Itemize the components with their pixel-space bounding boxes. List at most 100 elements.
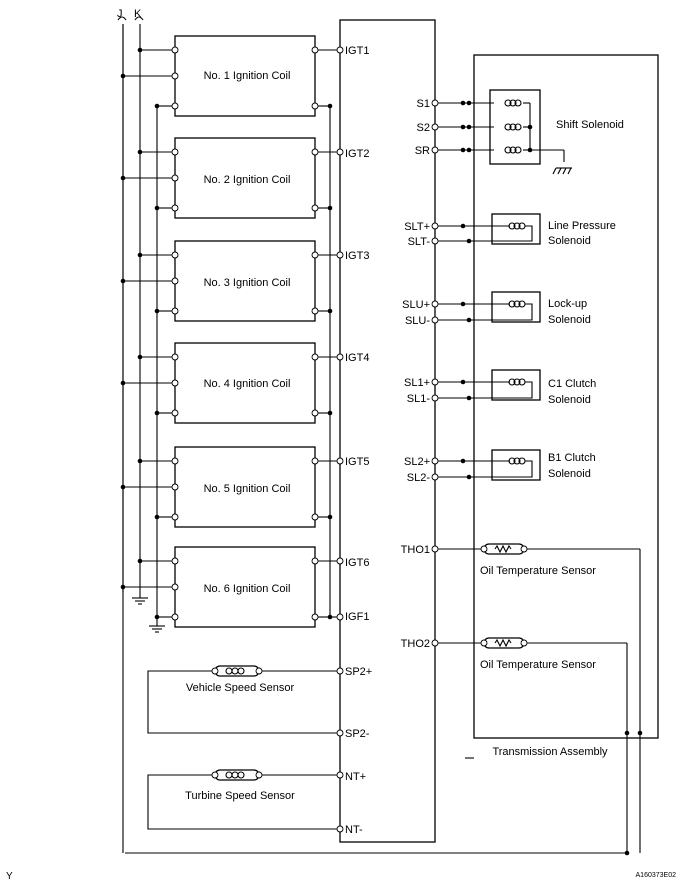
solenoid-winding (509, 99, 517, 107)
pin-igt1: IGT1 (345, 45, 369, 57)
junction-dot (466, 238, 472, 244)
bus-label-k: K (134, 8, 142, 20)
shift-solenoid-label: Shift Solenoid (556, 119, 624, 131)
lockup-solenoid-line1: Lock-up (548, 298, 587, 310)
junction-dot (137, 558, 143, 564)
coil-5-pin-igt (311, 457, 319, 465)
coil-4-pin-ground (171, 409, 179, 417)
pin-igt2: IGT2 (345, 148, 369, 160)
lockup-solenoid-line2: Solenoid (548, 314, 591, 326)
ignition-coil-6-label: No. 6 Ignition Coil (204, 583, 291, 595)
line-pressure-solenoid-winding (508, 222, 516, 230)
oil-temp-sensor-2-terminal (480, 639, 488, 647)
ecm-pin-igt2 (336, 148, 344, 156)
solenoid-winding (504, 123, 512, 131)
c1-clutch-solenoid-winding (513, 378, 521, 386)
coil-5-pin-k (171, 457, 179, 465)
b1-clutch-solenoid-winding (508, 457, 516, 465)
turbine-speed-sensor-coil-symbol (214, 769, 260, 781)
b1-clutch-solenoid-wire (492, 460, 533, 478)
coil-2-pin-j (171, 174, 179, 182)
pin-nt-plus: NT+ (345, 771, 366, 783)
junction-dot (637, 730, 643, 736)
pin-tho1: THO1 (401, 544, 430, 556)
coil-3-pin-ground (171, 307, 179, 315)
c1-clutch-solenoid-pin-minus (431, 394, 439, 402)
coil-2-pin-igt (311, 148, 319, 156)
b1-clutch-solenoid-box (491, 449, 541, 481)
oil-temp-sensor-1-terminal (480, 545, 488, 553)
c1-clutch-solenoid-line1: C1 Clutch (548, 378, 596, 390)
ecm-pin-shift-1 (431, 123, 439, 131)
junction-dot (466, 100, 472, 106)
pin-sr: SR (415, 145, 430, 157)
junction-dot (624, 730, 630, 736)
vehicle-speed-sensor-terminal (211, 667, 219, 675)
turbine-speed-sensor-loop-wire (147, 774, 337, 830)
coil-4-pin-j (171, 379, 179, 387)
junction-dot (137, 47, 143, 53)
junction-dot (466, 124, 472, 130)
pin-sp2-minus: SP2- (345, 728, 370, 740)
vehicle-speed-sensor-loop-wire (147, 670, 337, 734)
turbine-speed-sensor-coil-winding (237, 771, 245, 779)
junction-dot (624, 850, 630, 856)
ignition-coil-5-label: No. 5 Ignition Coil (204, 483, 291, 495)
c1-clutch-solenoid-wire (492, 381, 533, 399)
pin-tho2: THO2 (401, 638, 430, 650)
b1-clutch-solenoid-pin-minus (431, 473, 439, 481)
oil-temp-sensor-1-label: Oil Temperature Sensor (480, 565, 596, 577)
solenoid-winding (504, 146, 512, 154)
solenoid-winding (514, 99, 522, 107)
oil-temp-sensor-2-terminal (520, 639, 528, 647)
turbine-speed-sensor-terminal (255, 771, 263, 779)
coil-3-pin-igt (311, 251, 319, 259)
coil-1-pin-k (171, 46, 179, 54)
ignition-coil-1-label: No. 1 Ignition Coil (204, 70, 291, 82)
line-pressure-solenoid-winding (513, 222, 521, 230)
oil-temp-sensor-2-ecm-pin (431, 639, 439, 647)
pin-slt-plus: SLT+ (404, 221, 430, 233)
b1-clutch-solenoid-line2: Solenoid (548, 468, 591, 480)
junction-dot (137, 149, 143, 155)
coil-6-pin-k (171, 557, 179, 565)
junction-dot (327, 308, 333, 314)
ground-symbol (562, 167, 567, 175)
pin-sl2-minus: SL2- (407, 472, 431, 484)
ground-symbol (552, 167, 557, 175)
junction-dot (120, 380, 126, 386)
b1-clutch-solenoid-pin-plus (431, 457, 439, 465)
ecm-pin-igt5 (336, 457, 344, 465)
pin-slu-minus: SLU- (405, 315, 430, 327)
oil-temp-sensor-1-resistor (494, 544, 512, 554)
ignition-coil-4-label: No. 4 Ignition Coil (204, 378, 291, 390)
oil-temp-sensor-2-label: Oil Temperature Sensor (480, 659, 596, 671)
pin-slt-minus: SLT- (408, 236, 431, 248)
solenoid-winding (509, 146, 517, 154)
junction-dot (154, 614, 160, 620)
pin-sl2-plus: SL2+ (404, 456, 430, 468)
pin-nt-minus: NT- (345, 824, 363, 836)
oil-temp-sensor-1-terminal (520, 545, 528, 553)
solenoid-winding (514, 123, 522, 131)
lockup-solenoid-wire (492, 303, 533, 321)
ignition-coil-2-label: No. 2 Ignition Coil (204, 174, 291, 186)
junction-dot (120, 484, 126, 490)
c1-clutch-solenoid-winding (508, 378, 516, 386)
junction-dot (460, 379, 466, 385)
turbine-speed-sensor-terminal (211, 771, 219, 779)
junction-dot (466, 395, 472, 401)
c1-clutch-solenoid-line2: Solenoid (548, 394, 591, 406)
c1-clutch-solenoid-pin-plus (431, 378, 439, 386)
ecm-body (339, 19, 436, 843)
vehicle-speed-sensor-terminal (255, 667, 263, 675)
coil-5-pin-igf (311, 513, 319, 521)
junction-dot (327, 205, 333, 211)
ecm-pin-igt1 (336, 46, 344, 54)
pin-sl1-plus: SL1+ (404, 377, 430, 389)
junction-dot (460, 147, 466, 153)
turbine-speed-sensor-ecm-pin-minus (336, 825, 344, 833)
ecm-pin-shift-0 (431, 99, 439, 107)
coil-6-pin-igf (311, 613, 319, 621)
pin-igt3: IGT3 (345, 250, 369, 262)
